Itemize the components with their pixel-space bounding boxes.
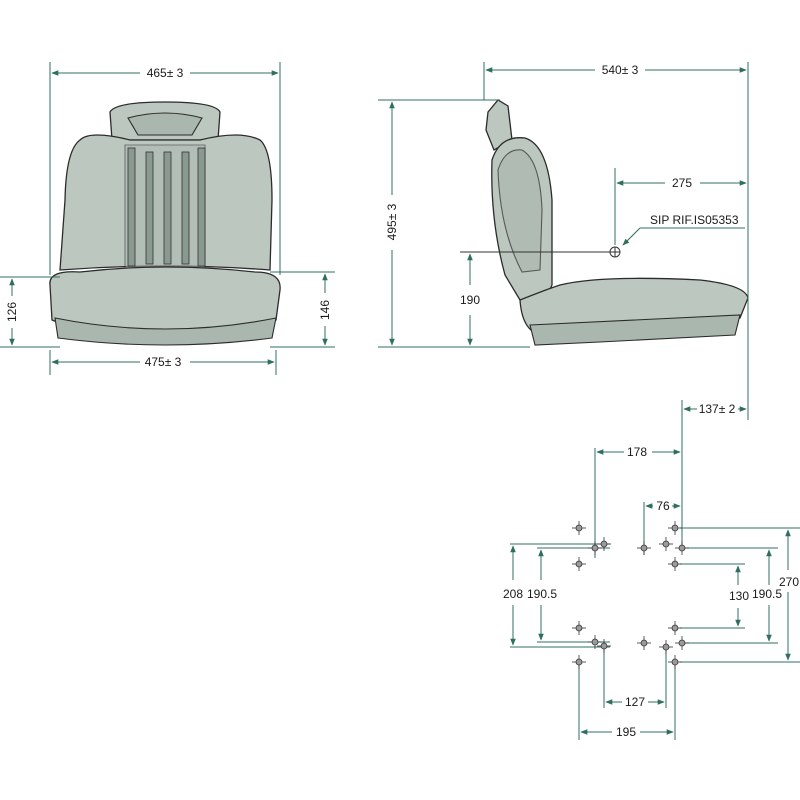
dim-127-label: 127 — [625, 695, 645, 709]
dim-130-label: 130 — [729, 589, 749, 603]
dim-76-label: 76 — [656, 499, 670, 513]
sip-reference-label: SIP RIF.IS05353 — [650, 213, 739, 227]
mounting-hole-icon — [668, 621, 682, 635]
mounting-hole-icon — [637, 636, 651, 650]
mounting-hole-icon — [659, 537, 673, 551]
mounting-hole-icon — [597, 537, 611, 551]
mounting-pattern: 137± 2 178 76 208 190.5 130 190.5 270 12… — [503, 400, 800, 740]
front-view-seat — [49, 101, 281, 346]
side-dimensions: 540± 3 495± 3 275 SIP RIF.IS05353 190 — [378, 62, 749, 420]
dim-190-5-left-label: 190.5 — [527, 587, 557, 601]
dim-270-label: 270 — [779, 575, 799, 589]
side-view-seat — [485, 99, 749, 346]
mounting-hole-icon — [659, 640, 673, 654]
front-top-width-label: 465± 3 — [147, 66, 184, 80]
front-left-height-label: 126 — [5, 302, 19, 322]
mounting-hole-icon — [675, 636, 689, 650]
dim-208-label: 208 — [503, 587, 523, 601]
dim-178-label: 178 — [627, 445, 647, 459]
mounting-hole-icon — [572, 557, 586, 571]
front-bottom-width-label: 475± 3 — [145, 355, 182, 369]
mounting-hole-icon — [668, 655, 682, 669]
front-right-height-label: 146 — [318, 300, 332, 320]
dim-190-5-right-label: 190.5 — [752, 587, 782, 601]
mounting-hole-icon — [588, 541, 602, 555]
dim-195-label: 195 — [616, 725, 636, 739]
mounting-hole-icon — [572, 521, 586, 535]
mounting-hole-icon — [572, 621, 586, 635]
mounting-hole-icon — [637, 541, 651, 555]
sip-offset-label: 275 — [672, 176, 692, 190]
offset-137-label: 137± 2 — [699, 402, 736, 416]
mounting-hole-icon — [588, 635, 602, 649]
sip-height-label: 190 — [460, 293, 480, 307]
mounting-hole-icon — [572, 655, 586, 669]
side-depth-label: 540± 3 — [602, 63, 639, 77]
mounting-hole-icon — [668, 557, 682, 571]
mounting-hole-icon — [675, 541, 689, 555]
side-height-label: 495± 3 — [385, 203, 399, 240]
front-dimensions: 465± 3 475± 3 126 146 — [0, 62, 335, 375]
sip-point-icon — [609, 246, 621, 258]
mounting-hole-icon — [597, 639, 611, 653]
mounting-hole-icon — [668, 521, 682, 535]
